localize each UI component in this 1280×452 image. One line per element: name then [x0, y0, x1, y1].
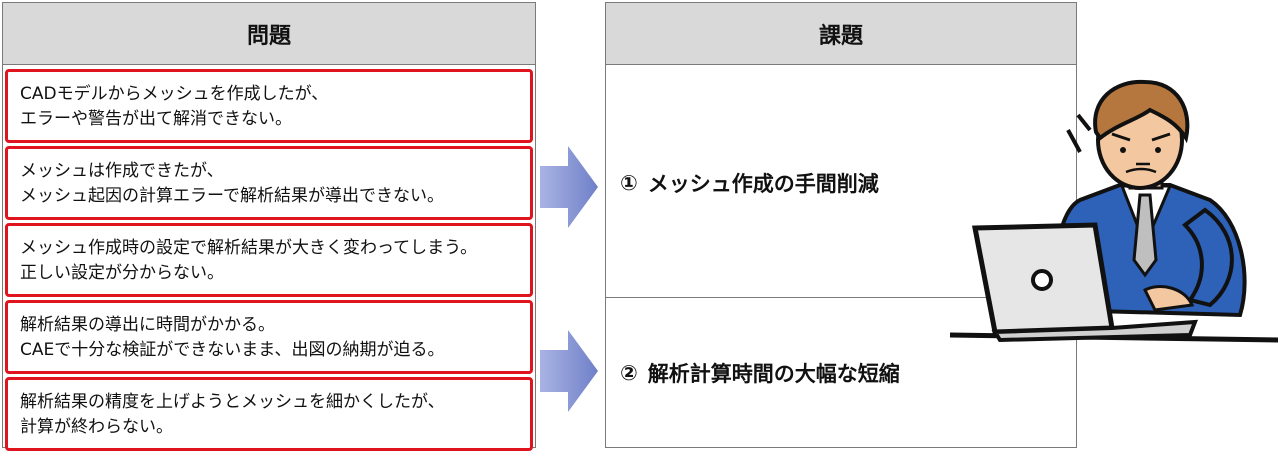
problem-item: 解析結果の精度を上げようとメッシュを細かくしたが、 計算が終わらない。 — [5, 377, 533, 451]
problem-text-line: メッシュ起因の計算エラーで解析結果が導出できない。 — [20, 186, 444, 206]
task-label: 解析計算時間の大幅な短縮 — [647, 361, 900, 386]
problem-item: メッシュ作成時の設定で解析結果が大きく変わってしまう。 正しい設定が分からない。 — [5, 223, 533, 297]
right-arrow-icon — [540, 146, 598, 228]
task-number: ② — [620, 360, 638, 385]
problem-text-line: 正しい設定が分からない。 — [20, 263, 224, 283]
problem-text-line: 解析結果の導出に時間がかかる。 — [20, 315, 275, 335]
problem-item: 解析結果の導出に時間がかかる。 CAEで十分な検証ができないまま、出図の納期が迫… — [5, 300, 533, 374]
worried-businessman-with-laptop-icon — [949, 79, 1278, 343]
problems-header: 問題 — [3, 3, 535, 65]
problem-text-line: 計算が終わらない。 — [20, 417, 173, 437]
problem-text-line: CADモデルからメッシュを作成したが、 — [20, 84, 329, 104]
right-arrow-icon — [540, 330, 598, 412]
problem-text-line: CAEで十分な検証ができないまま、出図の納期が迫る。 — [20, 340, 445, 360]
problem-text-line: エラーや警告が出て解消できない。 — [20, 109, 292, 129]
task-row: ① メッシュ作成の手間削減 — [606, 69, 1076, 297]
task-number: ① — [620, 171, 638, 195]
problems-panel: 問題 CADモデルからメッシュを作成したが、 エラーや警告が出て解消できない。 … — [2, 2, 536, 451]
task-label: メッシュ作成の手間削減 — [647, 172, 879, 196]
problem-item: CADモデルからメッシュを作成したが、 エラーや警告が出て解消できない。 — [5, 69, 533, 143]
problem-text-line: メッシュ作成時の設定で解析結果が大きく変わってしまう。 — [20, 238, 478, 258]
task-row: ② 解析計算時間の大幅な短縮 — [606, 297, 1076, 447]
tasks-header: 課題 — [606, 3, 1076, 65]
problem-item: メッシュは作成できたが、 メッシュ起因の計算エラーで解析結果が導出できない。 — [5, 146, 533, 220]
problem-text-line: メッシュは作成できたが、 — [20, 161, 224, 181]
problem-text-line: 解析結果の精度を上げようとメッシュを細かくしたが、 — [20, 392, 445, 412]
